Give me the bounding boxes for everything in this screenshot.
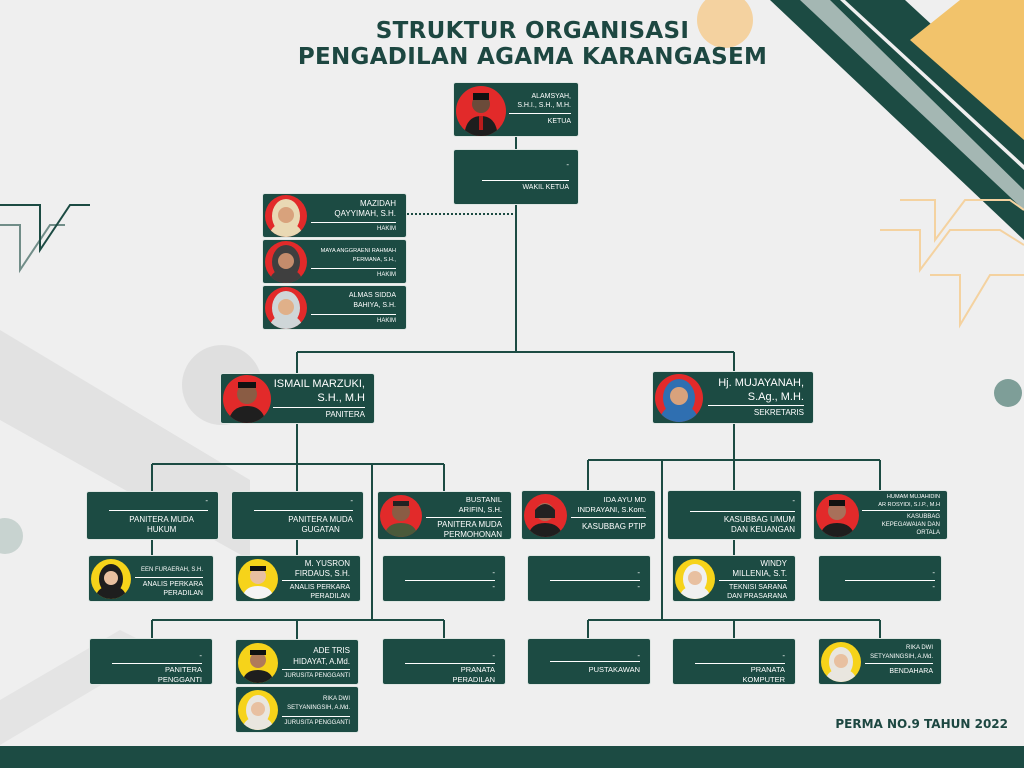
node-kepeg-staff[interactable]: - - [818, 555, 942, 602]
avatar-photo-icon [91, 559, 131, 599]
node-role: KETUA [547, 118, 571, 125]
node-name: - [566, 160, 569, 169]
avatar-photo-icon [265, 241, 307, 283]
node-name: MAZIDAH QAYYIMAH, S.H. [334, 199, 396, 218]
node-name: RIKA DWI SETYANINGSIH, A.Md. [287, 696, 350, 711]
node-name: - [350, 496, 353, 505]
node-role: HAKIM [376, 318, 396, 324]
node-hakim-1[interactable]: MAZIDAH QAYYIMAH, S.H. HAKIM [262, 193, 407, 238]
node-jurusita-1[interactable]: ADE TRIS HIDAYAT, A.Md. JURUSITA PENGGAN… [235, 639, 359, 685]
node-role: PANITERA MUDA GUGATAN [288, 515, 353, 534]
node-role: ANALIS PERKARA PERADILAN [289, 584, 350, 600]
node-kasubbag-kepegawaian[interactable]: HUMAM MUJAHIDIN AR ROSYIDI, S.I.P., M.H … [813, 490, 948, 540]
node-analis-hukum[interactable]: EEN FURAERAH, S.H. ANALIS PERKARA PERADI… [88, 555, 214, 602]
node-jurusita-2[interactable]: RIKA DWI SETYANINGSIH, A.Md. JURUSITA PE… [235, 686, 359, 733]
node-name: Hj. MUJAYANAH, S.Ag., M.H. [718, 377, 804, 403]
avatar-photo-icon [238, 559, 278, 599]
node-bendahara[interactable]: RIKA DWI SETYANINGSIH, A.Md. BENDAHARA [818, 638, 942, 685]
node-role: SEKRETARIS [753, 408, 804, 417]
node-role: PRANATA PERADILAN [452, 665, 495, 684]
node-name: - [637, 568, 640, 577]
avatar-photo-icon [265, 195, 307, 237]
node-name: - [492, 651, 495, 660]
avatar-photo-icon [380, 495, 422, 537]
node-panmud-gugatan[interactable]: - PANITERA MUDA GUGATAN [231, 491, 364, 540]
node-name: HUMAM MUJAHIDIN AR ROSYIDI, S.I.P., M.H [878, 494, 940, 508]
node-name: - [782, 651, 785, 660]
node-role: KASUBBAG PTIP [581, 522, 646, 531]
node-name: RIKA DWI SETYANINGSIH, A.Md. [870, 645, 933, 660]
node-permohonan-staff[interactable]: - - [382, 555, 506, 602]
node-panitera-pengganti[interactable]: - PANITERA PENGGANTI [89, 638, 213, 685]
node-name: EEN FURAERAH, S.H. [140, 567, 203, 573]
page-title-line2: PENGADILAN AGAMA KARANGASEM [297, 44, 768, 70]
node-name: ALAMSYAH, S.H.I., S.H., M.H. [517, 93, 571, 109]
avatar-photo-icon [223, 375, 271, 423]
node-role: PRANATA KOMPUTER [742, 665, 785, 684]
node-panmud-permohonan[interactable]: BUSTANIL ARIFIN, S.H. PANITERA MUDA PERM… [377, 491, 512, 540]
node-role: - [492, 582, 495, 591]
avatar-photo-icon [821, 642, 861, 682]
node-name: - [199, 651, 202, 660]
node-name: IDA AYU MD INDRAYANI, S.Kom. [577, 495, 647, 514]
node-pranata-peradilan[interactable]: - PRANATA PERADILAN [382, 638, 506, 685]
node-role: JURUSITA PENGGANTI [284, 673, 350, 679]
node-role: - [932, 582, 935, 591]
node-name: ADE TRIS HIDAYAT, A.Md. [293, 646, 350, 666]
page-title-line1: STRUKTUR ORGANISASI [375, 18, 690, 44]
avatar-photo-icon [456, 86, 506, 136]
avatar-photo-icon [238, 690, 278, 730]
node-ketua[interactable]: ALAMSYAH, S.H.I., S.H., M.H. KETUA [453, 82, 579, 137]
node-name: ISMAIL MARZUKI, S.H., M.H [273, 378, 365, 404]
node-kasubbag-ptip[interactable]: IDA AYU MD INDRAYANI, S.Kom. KASUBBAG PT… [521, 490, 656, 540]
node-kasubbag-umum[interactable]: - KASUBBAG UMUM DAN KEUANGAN [667, 490, 802, 540]
avatar-photo-icon [265, 287, 307, 329]
avatar-photo-icon [238, 643, 278, 683]
node-hakim-3[interactable]: ALMAS SIDDA BAHIYA, S.H. HAKIM [262, 285, 407, 330]
node-role: PUSTAKAWAN [588, 665, 640, 674]
node-role: JURUSITA PENGGANTI [284, 720, 350, 726]
node-role: KASUBBAG KEPEGAWAIAN DAN ORTALA [881, 514, 940, 536]
node-role: WAKIL KETUA [522, 184, 569, 191]
node-role: PANITERA MUDA HUKUM [129, 515, 194, 534]
node-analis-gugatan[interactable]: M. YUSRON FIRDAUS, S.H. ANALIS PERKARA P… [235, 555, 361, 602]
avatar-photo-icon [675, 559, 715, 599]
node-hakim-2[interactable]: MAYA ANGGRAENI RAHMAH PERMANA, S.H., HAK… [262, 239, 407, 284]
node-name: - [637, 651, 640, 660]
node-name: - [205, 496, 208, 505]
node-role: PANITERA MUDA PERMOHONAN [437, 520, 502, 539]
node-name: ALMAS SIDDA BAHIYA, S.H. [348, 292, 396, 309]
node-role: HAKIM [376, 272, 396, 278]
node-role: - [637, 582, 640, 591]
node-role: TEKNISI SARANA DAN PRASARANA [727, 584, 787, 600]
node-panmud-hukum[interactable]: - PANITERA MUDA HUKUM [86, 491, 219, 540]
node-name: - [932, 568, 935, 577]
regulation-footer: PERMA NO.9 TAHUN 2022 [835, 717, 1008, 731]
node-sekretaris[interactable]: Hj. MUJAYANAH, S.Ag., M.H. SEKRETARIS [652, 371, 814, 424]
node-role: PANITERA PENGGANTI [157, 665, 202, 684]
node-role: HAKIM [376, 226, 396, 232]
node-role: BENDAHARA [889, 668, 933, 675]
node-wakil-ketua[interactable]: - WAKIL KETUA [453, 149, 579, 205]
node-teknisi[interactable]: WINDY MILLENIA, S.T. TEKNISI SARANA DAN … [672, 555, 796, 602]
node-pustakawan[interactable]: - PUSTAKAWAN [527, 638, 651, 685]
node-ptip-staff[interactable]: - - [527, 555, 651, 602]
node-name: MAYA ANGGRAENI RAHMAH PERMANA, S.H., [320, 248, 396, 263]
bottom-bar [0, 746, 1024, 768]
node-name: BUSTANIL ARIFIN, S.H. [458, 495, 502, 514]
node-pranata-komputer[interactable]: - PRANATA KOMPUTER [672, 638, 796, 685]
avatar-photo-icon [524, 494, 567, 537]
connectors [151, 136, 881, 639]
node-name: - [492, 568, 495, 577]
node-panitera[interactable]: ISMAIL MARZUKI, S.H., M.H PANITERA [220, 373, 375, 424]
node-role: KASUBBAG UMUM DAN KEUANGAN [723, 515, 795, 534]
avatar-photo-icon [816, 494, 859, 537]
node-name: - [792, 496, 795, 505]
node-role: ANALIS PERKARA PERADILAN [142, 581, 203, 597]
avatar-photo-icon [655, 374, 703, 422]
node-name: M. YUSRON FIRDAUS, S.H. [294, 559, 350, 578]
node-name: WINDY MILLENIA, S.T. [732, 559, 787, 578]
node-role: PANITERA [325, 410, 365, 419]
